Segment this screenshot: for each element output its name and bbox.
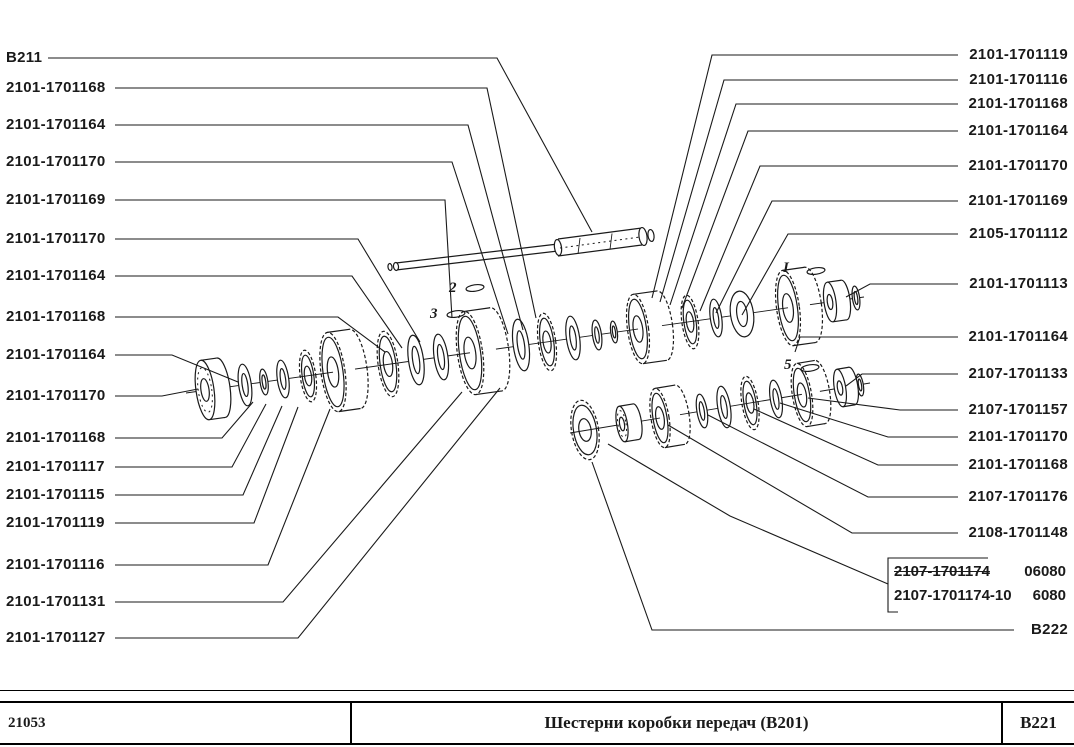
part-label: 2101-1701170: [6, 387, 106, 404]
part-label: 2101-1701117: [6, 458, 105, 475]
replacement-part-row: 2107-1701174-10 6080: [894, 586, 1066, 606]
doc-number: 21053: [0, 703, 352, 743]
part-label: 2107-1701176: [968, 488, 1068, 505]
part-label: 2101-1701119: [6, 514, 105, 531]
part-label: 2101-1701115: [6, 486, 105, 503]
assembly-ref-label: В222: [1030, 621, 1068, 638]
part-label: 2101-1701127: [6, 629, 106, 646]
part-label: 2101-1701169: [6, 191, 106, 208]
part-label: 2101-1701168: [968, 95, 1068, 112]
title-block: 21053 Шестерни коробки передач (В201) В2…: [0, 701, 1074, 745]
sheet-title: Шестерни коробки передач (В201): [352, 703, 1003, 743]
part-label: 2101-1701170: [968, 157, 1068, 174]
part-label: 2101-1701170: [6, 230, 106, 247]
part-label: 2107-1701157: [968, 401, 1068, 418]
part-label: 2108-1701148: [968, 524, 1068, 541]
part-label: 2101-1701168: [968, 456, 1068, 473]
part-note: 6080: [1032, 587, 1066, 604]
callout-5: 5: [784, 357, 792, 373]
part-label: 2101-1701168: [6, 429, 106, 446]
divider-line: [0, 690, 1074, 691]
part-label: 2101-1701164: [6, 346, 106, 363]
part-label: 2101-1701116: [6, 556, 105, 573]
part-label: 2101-1701164: [6, 116, 106, 133]
part-label: 2101-1701170: [968, 428, 1068, 445]
part-label: В211: [6, 49, 43, 66]
part-label: 2101-1701168: [6, 308, 106, 325]
part-label: 2101-1701131: [6, 593, 106, 610]
part-label: 2107-1701174-10: [894, 587, 1012, 604]
callout-2: 2: [448, 280, 457, 296]
part-label: 2101-1701164: [968, 122, 1068, 139]
part-label: 2101-1701116: [969, 71, 1068, 88]
part-label: 2101-1701164: [6, 267, 106, 284]
part-label: 2101-1701168: [6, 79, 106, 96]
part-label: 2101-1701170: [6, 153, 106, 170]
part-label: 2101-1701169: [968, 192, 1068, 209]
superseded-part-row: 2107-1701174 06080: [894, 562, 1066, 582]
sheet-code: В221: [1020, 713, 1057, 732]
part-note: 06080: [1024, 563, 1066, 580]
part-label: 2101-1701113: [969, 275, 1068, 292]
part-label-superseded: 2107-1701174: [894, 563, 990, 580]
part-label: 2101-1701119: [969, 46, 1068, 63]
part-label: 2105-1701112: [969, 225, 1068, 242]
part-label: 2101-1701164: [968, 328, 1068, 345]
part-label: 2107-1701133: [968, 365, 1068, 382]
callout-I: I: [782, 260, 790, 276]
callout-3: 3: [429, 306, 438, 322]
